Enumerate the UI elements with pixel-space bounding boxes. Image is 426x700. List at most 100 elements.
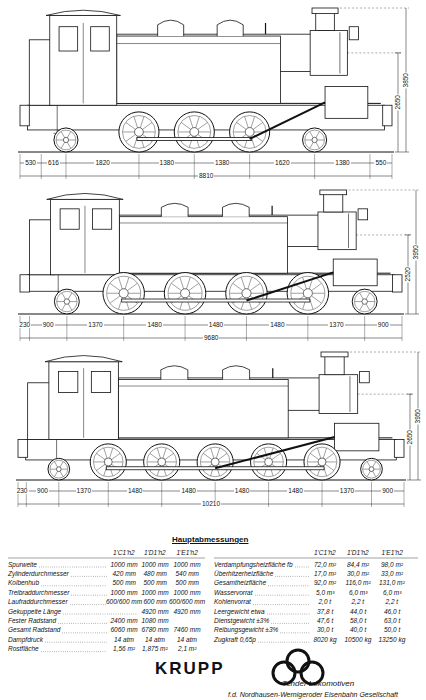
dot-leader xyxy=(41,585,107,586)
extension-line xyxy=(26,482,27,507)
steam-dome xyxy=(217,20,243,36)
dimension-value: 900 xyxy=(381,488,394,495)
spoke xyxy=(312,293,324,294)
dot-leader xyxy=(267,614,310,615)
dimension-value: 1380 xyxy=(214,160,230,167)
dimension-value: 616 xyxy=(47,160,60,167)
spoke xyxy=(97,453,105,459)
table-cell: 600/600 mm xyxy=(169,599,205,606)
table-cell: 10500 kg xyxy=(345,637,372,644)
spoke xyxy=(318,448,321,458)
column-header: 1'E1'h2 xyxy=(382,550,403,557)
spoke xyxy=(60,462,63,467)
table-cell: 1000 mm xyxy=(174,562,201,569)
chimney-cap xyxy=(320,190,347,195)
column-header: 1'D1'h2 xyxy=(347,550,369,557)
spoke xyxy=(180,277,184,288)
table-cell: 1000 mm xyxy=(111,590,138,597)
dimension-tick xyxy=(407,480,421,481)
spoke xyxy=(67,142,70,148)
spoke xyxy=(233,284,243,291)
dot-leader xyxy=(295,567,310,568)
cab-door xyxy=(83,23,84,103)
height-value: 2650 xyxy=(407,429,414,445)
spoke xyxy=(127,284,137,291)
overall-length: 9680 xyxy=(203,335,219,342)
spoke xyxy=(310,453,318,459)
headlamp xyxy=(360,371,370,382)
row-name: Kohlenvorrat xyxy=(214,599,251,606)
table-cell: 4920 mm xyxy=(174,609,201,616)
spoke xyxy=(325,464,333,470)
spoke xyxy=(70,301,77,302)
table-cell: 40,0 t xyxy=(350,627,366,634)
dot-leader xyxy=(63,614,138,615)
connecting-rod xyxy=(215,437,334,468)
dimension-value: 1480 xyxy=(127,488,143,495)
spoke xyxy=(61,469,67,470)
hub xyxy=(64,299,69,304)
table-cell: 14 atm xyxy=(145,637,165,644)
spoke xyxy=(181,123,190,130)
spoke xyxy=(305,139,312,140)
table-cell: 84,4 m² xyxy=(347,562,369,569)
chimney xyxy=(324,194,343,212)
spoke xyxy=(251,293,263,294)
spoke xyxy=(201,461,211,462)
spoke xyxy=(61,132,64,138)
spoke xyxy=(134,117,138,128)
cab-door xyxy=(84,206,85,273)
spoke xyxy=(112,461,122,462)
header-rule xyxy=(214,558,418,559)
dimension-value: 1370 xyxy=(87,322,103,329)
table-heading: Hauptabmessungen xyxy=(172,536,248,544)
row-name: Dampfdruck xyxy=(8,637,43,644)
extension-line xyxy=(18,482,19,507)
locomotive xyxy=(16,352,406,480)
spoke xyxy=(316,142,319,148)
dimension-value: 1480 xyxy=(146,322,162,329)
row-name: Verdampfungsheizfläche fb xyxy=(214,562,293,569)
smokebox xyxy=(319,375,358,414)
table-cell: 2,0 t xyxy=(319,599,332,606)
dimension-value: 1380 xyxy=(334,160,350,167)
maker-name: KRUPP xyxy=(155,660,225,677)
driving-wheel xyxy=(304,444,340,480)
chimney xyxy=(316,12,335,30)
cab-window xyxy=(59,27,78,51)
side-tank xyxy=(118,380,288,438)
dimension-value: 1480 xyxy=(208,322,224,329)
table-cell: 500 mm xyxy=(113,580,136,587)
table-cell: 92,0 m² xyxy=(314,580,336,587)
spoke xyxy=(128,293,140,294)
dot-leader xyxy=(275,576,310,577)
cab-window xyxy=(91,371,110,392)
column-header: 1'C1'h2 xyxy=(314,550,336,557)
cab xyxy=(51,199,120,274)
driving-wheel xyxy=(144,444,180,480)
row-name: Wasservorrat xyxy=(214,590,253,597)
wheel-rim xyxy=(354,291,374,311)
column-header: 1'E1'h2 xyxy=(177,550,198,557)
tank-seam xyxy=(119,222,287,223)
hub xyxy=(63,137,68,142)
extension-line xyxy=(66,316,67,341)
row-name: Reibungsgewicht ±3% xyxy=(214,627,278,634)
spoke xyxy=(323,448,326,458)
spoke xyxy=(308,461,318,462)
driving-wheel xyxy=(164,273,205,314)
extension-line xyxy=(194,154,195,179)
spoke xyxy=(198,123,207,130)
table-cell: 500 mm xyxy=(144,580,167,587)
wheel-rim xyxy=(307,447,337,477)
customer-name: f.d. Nordhausen-Wernigeroder Eisenbahn G… xyxy=(228,691,398,698)
spoke xyxy=(291,293,303,294)
wheel-rim xyxy=(57,291,77,311)
table-cell: 6060 mm xyxy=(111,627,138,634)
dot-leader xyxy=(62,632,107,633)
row-name: Kolbenhub xyxy=(8,580,39,587)
table-cell: 58,0 t xyxy=(350,618,366,625)
header-rule xyxy=(8,558,205,559)
spoke xyxy=(126,123,135,130)
carrying-wheel xyxy=(352,289,377,314)
